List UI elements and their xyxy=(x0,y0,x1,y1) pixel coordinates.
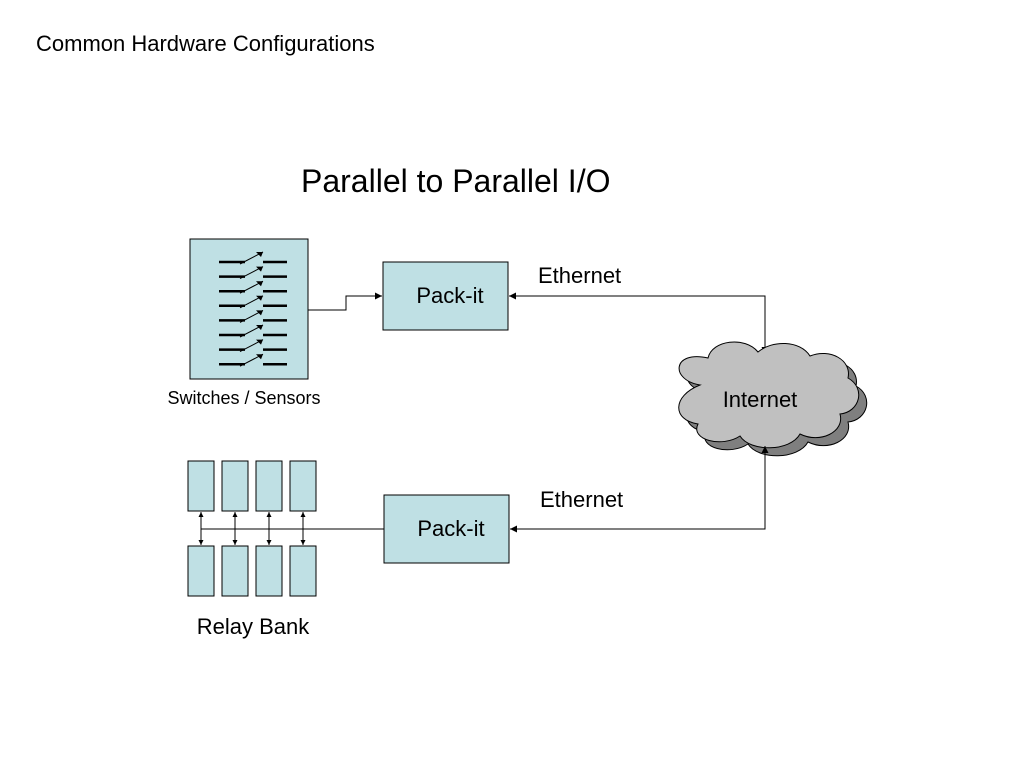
relay-bank xyxy=(187,460,317,597)
switch-symbol xyxy=(219,251,287,265)
ethernet-top-label: Ethernet xyxy=(538,263,621,288)
relay-module xyxy=(255,460,283,597)
packit-top-box: Pack-it xyxy=(382,261,509,331)
packit-bottom-label: Pack-it xyxy=(417,516,484,541)
relay-module xyxy=(187,460,215,597)
internet-label: Internet xyxy=(723,387,798,412)
switch-symbol xyxy=(219,280,287,294)
switch-symbol xyxy=(219,353,287,367)
switches-sensors-label: Switches / Sensors xyxy=(167,388,320,408)
ethernet-bottom-connector xyxy=(510,446,769,533)
packit-top-label: Pack-it xyxy=(416,283,483,308)
switch-symbol xyxy=(219,309,287,323)
ethernet-top-connector xyxy=(509,292,769,354)
internet-cloud: Internet xyxy=(678,341,868,457)
packit-bottom-box: Pack-it xyxy=(383,494,510,564)
relay-module xyxy=(221,460,249,597)
switches-to-packit-connector xyxy=(308,292,382,311)
slide-header: Common Hardware Configurations xyxy=(36,31,375,56)
switch-symbols xyxy=(219,251,287,367)
switch-symbol xyxy=(219,324,287,338)
diagram-title: Parallel to Parallel I/O xyxy=(301,163,610,199)
switch-symbol xyxy=(219,295,287,309)
switches-sensors-panel xyxy=(189,238,309,380)
relay-bank-label: Relay Bank xyxy=(197,614,311,639)
relay-module xyxy=(289,460,317,597)
switch-symbol xyxy=(219,339,287,353)
ethernet-bottom-label: Ethernet xyxy=(540,487,623,512)
switch-symbol xyxy=(219,266,287,280)
